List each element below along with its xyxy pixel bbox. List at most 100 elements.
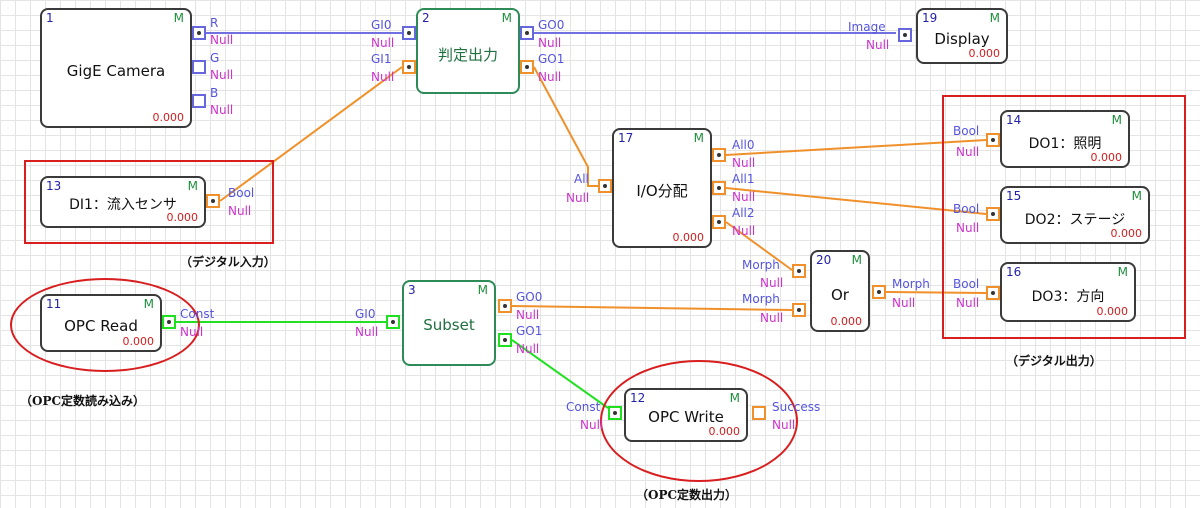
port-null: Null (956, 296, 980, 310)
port-do2-bool[interactable] (986, 207, 1000, 221)
port-label-b: B (210, 86, 219, 100)
port-null: Null (538, 36, 562, 50)
port-display-image[interactable] (898, 28, 912, 42)
port-null: Null (516, 308, 540, 322)
port-subset-gi0[interactable] (386, 315, 400, 329)
node-io-distribute[interactable]: 17 M I/O分配 0.000 (612, 128, 712, 248)
port-opcread-const[interactable] (162, 315, 176, 329)
port-io-all0[interactable] (712, 148, 726, 162)
port-null: Null (355, 325, 379, 339)
port-null: Null (371, 70, 395, 84)
port-dot-icon (717, 220, 721, 224)
port-or-morph-out[interactable] (872, 285, 886, 299)
node-value: 0.000 (968, 47, 1001, 60)
port-judge-gi1[interactable] (402, 60, 416, 74)
node-title: GigE Camera (66, 62, 166, 80)
digital-output-frame (942, 95, 1186, 339)
node-id: 16 (1006, 265, 1022, 279)
port-di1-bool[interactable] (206, 194, 220, 208)
port-camera-b[interactable] (192, 94, 206, 108)
wire-io-all2-to-or-morph (725, 221, 793, 271)
port-dot-icon (167, 320, 171, 324)
wire-subset-go0-to-or-morph (511, 305, 793, 311)
node-value: 0.000 (1090, 151, 1123, 164)
port-label-all: All (574, 172, 589, 186)
node-judge-output[interactable]: 2 M 判定出力 (416, 8, 520, 94)
node-mode-badge: M (1117, 265, 1128, 279)
port-null: Null (956, 221, 980, 235)
port-null: Null (210, 68, 234, 82)
node-title: DO3：方向 (1031, 289, 1105, 305)
port-null: Null (732, 224, 756, 238)
node-id: 15 (1006, 189, 1022, 203)
port-io-all[interactable] (598, 179, 612, 193)
port-subset-go0[interactable] (498, 299, 512, 313)
node-value: 0.000 (1096, 305, 1129, 318)
port-opcwrite-success[interactable] (752, 406, 766, 420)
port-null: Null (760, 311, 784, 325)
node-mode-badge: M (693, 131, 704, 145)
node-id: 13 (46, 179, 62, 193)
node-title: 判定出力 (437, 46, 498, 64)
wire-judge-go1-to-io-all (533, 66, 598, 187)
port-dot-icon (525, 65, 529, 69)
port-dot-icon (407, 31, 411, 35)
wire-di1-to-judge-gi1 (219, 66, 403, 202)
node-mode-badge: M (989, 11, 1000, 25)
node-or[interactable]: 20 M Or 0.000 (810, 250, 870, 332)
port-label-r: R (210, 16, 219, 30)
port-dot-icon (603, 184, 607, 188)
node-subset[interactable]: 3 M Subset (402, 280, 496, 366)
port-do3-bool[interactable] (986, 286, 1000, 300)
port-io-all1[interactable] (712, 181, 726, 195)
port-camera-g[interactable] (192, 60, 206, 74)
node-mode-badge: M (477, 283, 488, 297)
wire-or-morph-to-do3 (885, 291, 987, 294)
port-dot-icon (407, 65, 411, 69)
node-title: OPC Read (64, 317, 138, 335)
node-id: 1 (46, 11, 54, 25)
port-label-go0: GO0 (516, 290, 543, 304)
port-dot-icon (797, 308, 801, 312)
port-label-image: Image (848, 20, 886, 34)
port-null: Null (732, 190, 756, 204)
port-dot-icon (525, 31, 529, 35)
node-id: 20 (816, 253, 832, 267)
port-or-morph-in2[interactable] (792, 303, 806, 317)
port-label-bool: Bool (228, 186, 255, 200)
port-dot-icon (503, 338, 507, 342)
node-id: 17 (618, 131, 634, 145)
node-opc-write[interactable]: 12 M OPC Write 0.000 (624, 388, 748, 442)
port-dot-icon (991, 212, 995, 216)
node-do3-direction[interactable]: 16 M DO3：方向 0.000 (1000, 262, 1136, 322)
port-dot-icon (717, 153, 721, 157)
port-label-all2: All2 (732, 206, 755, 220)
port-null: Null (580, 418, 604, 432)
node-mode-badge: M (729, 391, 740, 405)
node-di1-inflow-sensor[interactable]: 13 M DI1：流入センサ 0.000 (40, 176, 206, 228)
caption-digital-output: （デジタル出力） (1006, 354, 1102, 368)
node-display[interactable]: 19 M Display 0.000 (916, 8, 1008, 64)
port-null: Null (772, 418, 796, 432)
port-io-all2[interactable] (712, 215, 726, 229)
port-subset-go1[interactable] (498, 333, 512, 347)
port-judge-go1[interactable] (520, 60, 534, 74)
node-id: 12 (630, 391, 646, 405)
port-do1-bool[interactable] (986, 133, 1000, 147)
node-do2-stage[interactable]: 15 M DO2：ステージ 0.000 (1000, 186, 1150, 244)
node-gige-camera[interactable]: 1 M GigE Camera 0.000 (40, 8, 192, 128)
port-camera-r[interactable] (192, 26, 206, 40)
node-mode-badge: M (501, 11, 512, 25)
port-judge-gi0[interactable] (402, 26, 416, 40)
caption-digital-input: （デジタル入力） (180, 255, 276, 269)
port-label-all0: All0 (732, 138, 755, 152)
port-or-morph-in1[interactable] (792, 264, 806, 278)
port-label-bool: Bool (953, 277, 980, 291)
node-do1-lighting[interactable]: 14 M DO1：照明 0.000 (1000, 110, 1130, 168)
port-opcwrite-const[interactable] (608, 406, 622, 420)
port-label-bool: Bool (953, 124, 980, 138)
port-judge-go0[interactable] (520, 26, 534, 40)
node-opc-read[interactable]: 11 M OPC Read 0.000 (40, 294, 162, 352)
port-null: Null (566, 191, 590, 205)
